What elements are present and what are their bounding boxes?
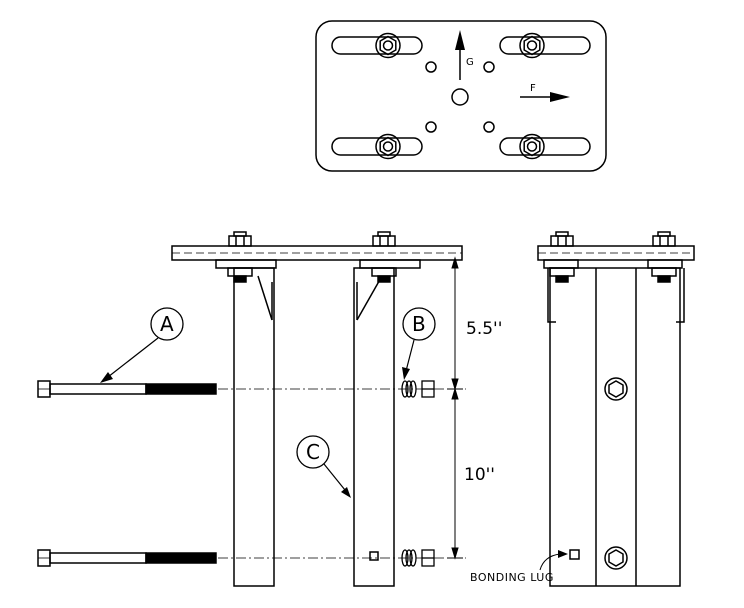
- dimension-line: [447, 256, 463, 560]
- hex-bolt-icon: [604, 377, 628, 401]
- plate-hole-center: [451, 88, 469, 106]
- plate-hole: [483, 61, 495, 73]
- callout-a: [100, 307, 184, 383]
- plate-outline: [315, 20, 607, 172]
- long-bolt-lower: [37, 549, 217, 567]
- callout-b-label: B: [412, 312, 426, 336]
- plate-hole: [483, 121, 495, 133]
- bonding-lug-leader: [539, 550, 568, 571]
- bolt-stack-icon: [227, 231, 253, 283]
- side-elevation: [537, 231, 695, 587]
- spring-washer-nut-lower: [401, 549, 435, 567]
- dimension-lower-label: 10'': [464, 465, 495, 485]
- slot-bottom-right: [499, 137, 591, 156]
- front-elevation: [171, 231, 463, 587]
- bolt-head-icon: [375, 133, 401, 160]
- centerlines: [218, 388, 466, 559]
- leg-left: [233, 267, 275, 587]
- slot-top-left: [331, 36, 423, 55]
- lug-square: [369, 551, 379, 561]
- bolt-stack-icon: [549, 231, 575, 283]
- long-bolt-upper: [37, 380, 217, 398]
- arrow-g-label: G: [466, 57, 474, 68]
- spring-washer-nut-upper: [401, 380, 435, 398]
- bolt-head-icon: [375, 32, 401, 59]
- callout-a-label: A: [160, 312, 174, 336]
- arrow-g-icon: [455, 30, 465, 80]
- mounting-plate-top-view: [315, 20, 607, 172]
- callout-b: [402, 307, 436, 380]
- dimension-upper-label: 5.5'': [466, 319, 502, 339]
- plate-hole: [425, 61, 437, 73]
- bolt-stack-icon: [371, 231, 397, 283]
- slot-bottom-left: [331, 137, 423, 156]
- washer-right: [359, 259, 421, 269]
- slot-top-right: [499, 36, 591, 55]
- callout-c: [296, 435, 351, 498]
- plate-hole: [425, 121, 437, 133]
- callout-c-label: C: [306, 440, 320, 464]
- arrow-f-icon: [520, 92, 570, 102]
- bolt-stack-icon: [651, 231, 677, 283]
- channel-body: [549, 267, 681, 587]
- leg-right: [353, 267, 395, 587]
- washer-left: [215, 259, 277, 269]
- arrow-f-label: F: [530, 83, 536, 94]
- hex-bolt-icon: [604, 546, 628, 570]
- bolt-head-icon: [519, 32, 545, 59]
- bolt-head-icon: [519, 133, 545, 160]
- bonding-lug-label: BONDING LUG: [470, 571, 554, 584]
- bonding-lug-square: [569, 549, 580, 560]
